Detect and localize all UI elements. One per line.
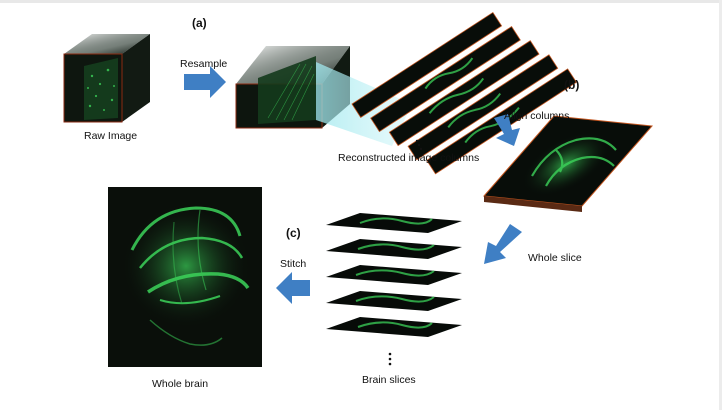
slices-dots xyxy=(388,352,392,366)
slice-to-stack-arrow xyxy=(484,224,522,264)
resample-label: Resample xyxy=(180,58,228,70)
step-a-label: (a) xyxy=(192,16,207,30)
whole-slice xyxy=(482,115,654,212)
brain-slices-stack xyxy=(326,213,462,337)
whole-brain-label: Whole brain xyxy=(152,378,209,390)
whole-brain-render xyxy=(108,187,262,367)
raw-image-cube xyxy=(63,34,150,123)
top-border xyxy=(0,0,722,3)
brain-slice-3 xyxy=(326,265,462,285)
step-b-label: (b) xyxy=(564,78,580,92)
raw-image-label: Raw Image xyxy=(84,130,138,142)
align-columns-arrow xyxy=(494,114,520,146)
stitch-label: Stitch xyxy=(280,258,307,270)
resample-arrow xyxy=(184,66,226,98)
align-columns-label: Align columns xyxy=(504,110,570,122)
brain-slice-2 xyxy=(326,239,462,259)
brain-slice-5 xyxy=(326,317,462,337)
brain-slices-label: Brain slices xyxy=(362,374,416,386)
columns-dots xyxy=(415,139,423,151)
whole-slice-label: Whole slice xyxy=(528,252,582,264)
stitch-arrow xyxy=(276,272,310,304)
brain-slice-4 xyxy=(326,291,462,311)
reconstructed-columns-label: Reconstructed image columns xyxy=(338,152,480,164)
right-border xyxy=(719,0,722,410)
step-c-label: (c) xyxy=(286,226,301,240)
brain-slice-1 xyxy=(326,213,462,233)
